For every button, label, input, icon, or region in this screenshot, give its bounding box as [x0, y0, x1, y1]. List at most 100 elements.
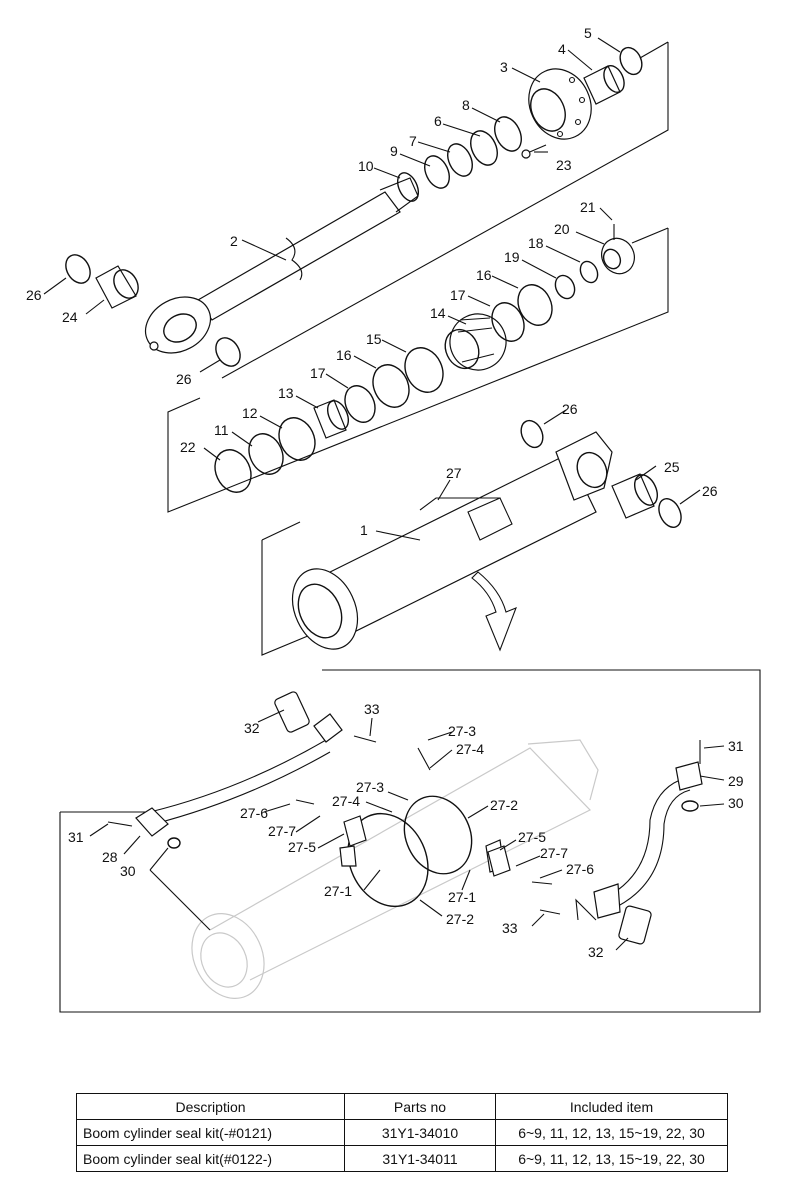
ring-17a — [344, 385, 376, 423]
callout-27-5b: 27-5 — [518, 829, 546, 845]
callout-27-4b: 27-4 — [332, 793, 360, 809]
row-description: Boom cylinder seal kit(#0122-) — [76, 1145, 345, 1172]
callout-16b: 16 — [476, 267, 492, 283]
callout-23: 23 — [556, 157, 572, 173]
dust-seal-26d — [658, 498, 682, 528]
wear-ring-22 — [214, 449, 252, 493]
leader-lines — [43, 37, 725, 951]
callout-3: 3 — [500, 59, 508, 75]
callout-2: 2 — [230, 233, 238, 249]
bolt-31-left — [107, 821, 133, 827]
ring-18 — [579, 260, 599, 284]
callout-32a: 32 — [244, 720, 260, 736]
callout-32b: 32 — [588, 944, 604, 960]
table-header-row: Description Parts no Included item — [76, 1093, 728, 1120]
cylinder-tube — [291, 431, 613, 650]
callout-33a: 33 — [364, 701, 380, 717]
ring-11 — [248, 433, 284, 475]
seal-kit-table: Description Parts no Included item Boom … — [76, 1093, 728, 1172]
callout-18: 18 — [528, 235, 544, 251]
callout-1: 1 — [360, 522, 368, 538]
bushing-25 — [611, 473, 659, 519]
ring-15 — [404, 347, 444, 393]
callout-31a: 31 — [68, 829, 84, 845]
callout-29: 29 — [728, 773, 744, 789]
seal-ring-8 — [494, 116, 522, 152]
ring-16a — [372, 364, 410, 408]
callout-27-3a: 27-3 — [448, 723, 476, 739]
callout-15: 15 — [366, 331, 382, 347]
callout-9: 9 — [390, 143, 398, 159]
panel-detail — [59, 669, 761, 1013]
snap-ring-5 — [619, 46, 643, 76]
callout-27-5a: 27-5 — [288, 839, 316, 855]
cover-32-lower — [618, 905, 652, 945]
bushing-4 — [583, 65, 625, 105]
pipe-right — [593, 761, 703, 919]
table-row: Boom cylinder seal kit(-#0121) 31Y1-3401… — [76, 1119, 728, 1146]
callout-27-1a: 27-1 — [324, 883, 352, 899]
callout-16a: 16 — [336, 347, 352, 363]
bolt-27-6-right — [531, 881, 553, 885]
callout-13: 13 — [278, 385, 294, 401]
callout-27-2b: 27-2 — [446, 911, 474, 927]
callout-12: 12 — [242, 405, 258, 421]
panel-rod-parts — [221, 41, 669, 379]
detail-arrow — [471, 571, 517, 652]
callout-25: 25 — [664, 459, 680, 475]
callout-27-1b: 27-1 — [448, 889, 476, 905]
callout-8: 8 — [462, 97, 470, 113]
callout-27-4a: 27-4 — [456, 741, 484, 757]
row-included-item: 6~9, 11, 12, 13, 15~19, 22, 30 — [495, 1119, 728, 1146]
callout-27: 27 — [446, 465, 462, 481]
header-description: Description — [76, 1093, 345, 1120]
row-parts-no: 31Y1-34010 — [344, 1119, 496, 1146]
callout-6: 6 — [434, 113, 442, 129]
row-parts-no: 31Y1-34011 — [344, 1145, 496, 1172]
bushing-13 — [313, 399, 350, 439]
callout-17b: 17 — [450, 287, 466, 303]
seal-ring-10 — [396, 172, 420, 202]
cover-32-upper — [274, 691, 310, 733]
callout-27-7a: 27-7 — [268, 823, 296, 839]
callout-26a: 26 — [26, 287, 42, 303]
callout-30a: 30 — [120, 863, 136, 879]
ghost-cylinder — [191, 739, 599, 999]
seal-ring-9 — [424, 155, 450, 189]
bolt-27-6-left — [295, 799, 315, 805]
ring-12 — [278, 417, 316, 461]
callout-27-3b: 27-3 — [356, 779, 384, 795]
bolt-33-upper — [353, 735, 377, 743]
callout-7: 7 — [409, 133, 417, 149]
bolt-33-lower — [539, 909, 561, 915]
row-included-item: 6~9, 11, 12, 13, 15~19, 22, 30 — [495, 1145, 728, 1172]
callout-31b: 31 — [728, 738, 744, 754]
callout-11: 11 — [214, 422, 229, 438]
callout-24: 24 — [62, 309, 78, 325]
callout-30b: 30 — [728, 795, 744, 811]
callout-5: 5 — [584, 25, 592, 41]
callout-14: 14 — [430, 305, 446, 321]
o-ring-30-left — [167, 837, 181, 849]
seal-ring-7 — [447, 143, 473, 177]
callout-19: 19 — [504, 249, 520, 265]
bolt-27-3 — [417, 747, 431, 771]
callout-26d: 26 — [702, 483, 718, 499]
piston-14 — [444, 313, 507, 371]
bushing-24 — [95, 265, 139, 309]
callout-21: 21 — [580, 199, 596, 215]
callouts-lower: 27-1 27-1 27-2 27-2 27-3 27-3 27-4 27-4 … — [68, 701, 744, 960]
pipe-left — [135, 713, 343, 837]
ring-19 — [554, 274, 576, 300]
block-27-5-left — [343, 815, 367, 847]
piston-rod — [144, 177, 419, 354]
block-27-5-right — [487, 845, 511, 877]
panel-piston-parts — [167, 227, 669, 513]
nut-20 — [601, 237, 635, 275]
dust-seal-26a — [65, 254, 91, 284]
callout-17a: 17 — [310, 365, 326, 381]
dust-seal-26b — [215, 337, 241, 367]
callout-27-2a: 27-2 — [490, 797, 518, 813]
o-ring-30-right — [681, 800, 699, 812]
callout-27-6b: 27-6 — [566, 861, 594, 877]
